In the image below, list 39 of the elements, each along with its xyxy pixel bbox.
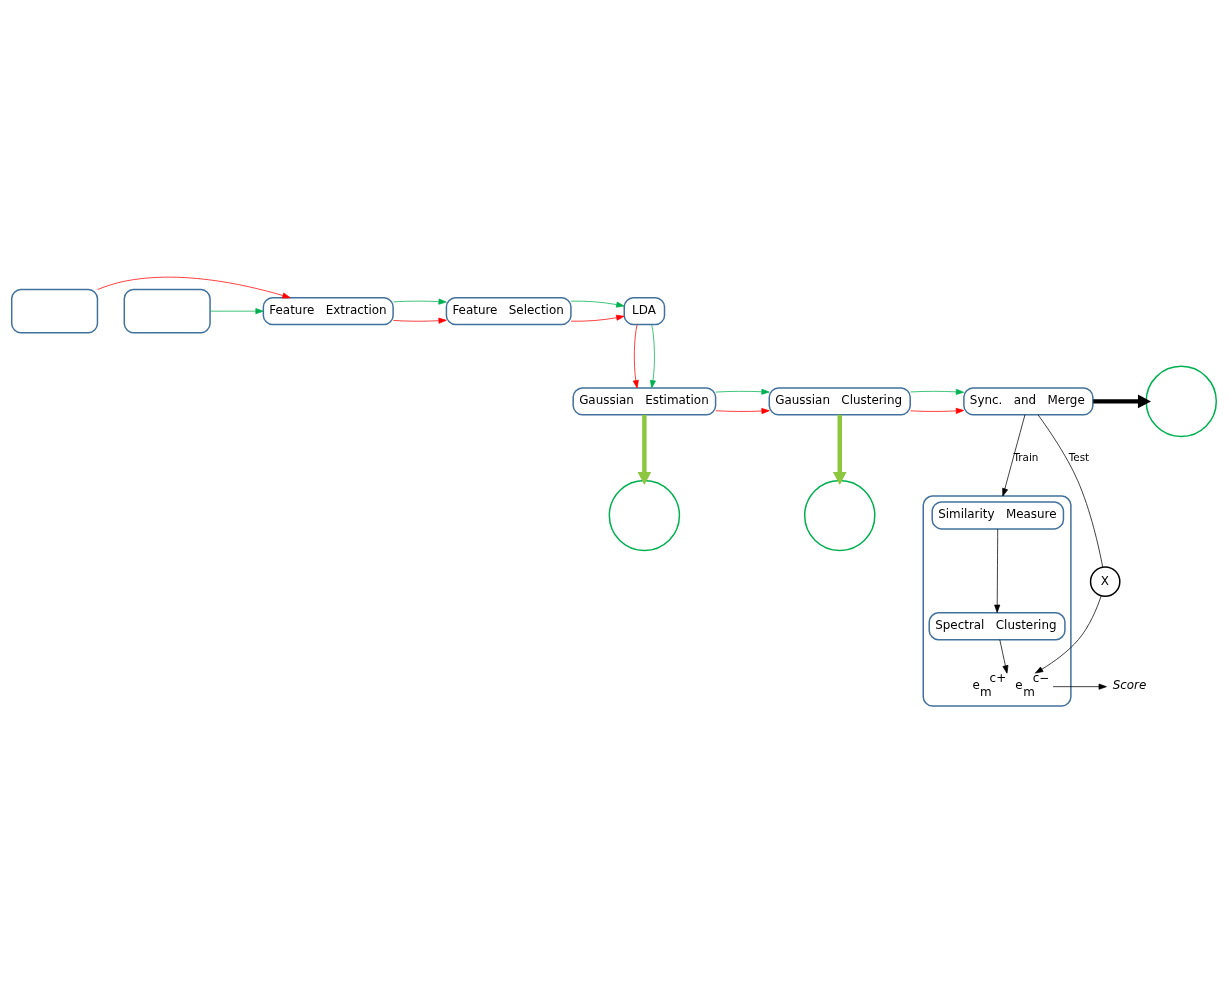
node-box: Feature Extraction [262, 296, 394, 325]
arrow [715, 388, 770, 395]
node-circle [1145, 365, 1218, 437]
arrow [1052, 683, 1107, 690]
arrow [715, 407, 770, 414]
arrow [570, 300, 625, 308]
connector [1037, 414, 1104, 567]
arrow [650, 323, 656, 388]
node-box: LDA [623, 296, 666, 325]
arrow [393, 298, 447, 305]
node-box: Sync. and Merge [963, 386, 1094, 416]
node-box: Similarity Measure [931, 500, 1065, 530]
node-box [10, 288, 99, 334]
arrow [209, 307, 264, 314]
arrow [999, 638, 1009, 674]
arrow [97, 276, 291, 298]
edge-label: Test [1068, 450, 1090, 463]
arrow [1002, 413, 1026, 496]
arrow [637, 414, 652, 485]
arrow [632, 323, 639, 388]
node-circle [803, 479, 876, 551]
arrow [994, 528, 1001, 613]
edge-label: Train [1013, 450, 1039, 463]
arrow [910, 388, 965, 395]
arrow [1093, 394, 1151, 408]
arrow [393, 317, 447, 324]
node-box: Feature Selection [445, 296, 572, 325]
arrow [1035, 595, 1102, 673]
node-box: Gaussian Estimation [572, 386, 717, 416]
arrow [910, 407, 965, 414]
node-box [123, 288, 211, 334]
node-text: Score [1112, 677, 1147, 692]
node-circle [608, 479, 681, 551]
arrow [832, 414, 847, 485]
node-circle: X [1089, 565, 1121, 597]
node-box: Gaussian Clustering [768, 386, 911, 416]
arrow [570, 314, 625, 322]
cluster [922, 494, 1072, 707]
node-box: Spectral Clustering [928, 611, 1066, 640]
